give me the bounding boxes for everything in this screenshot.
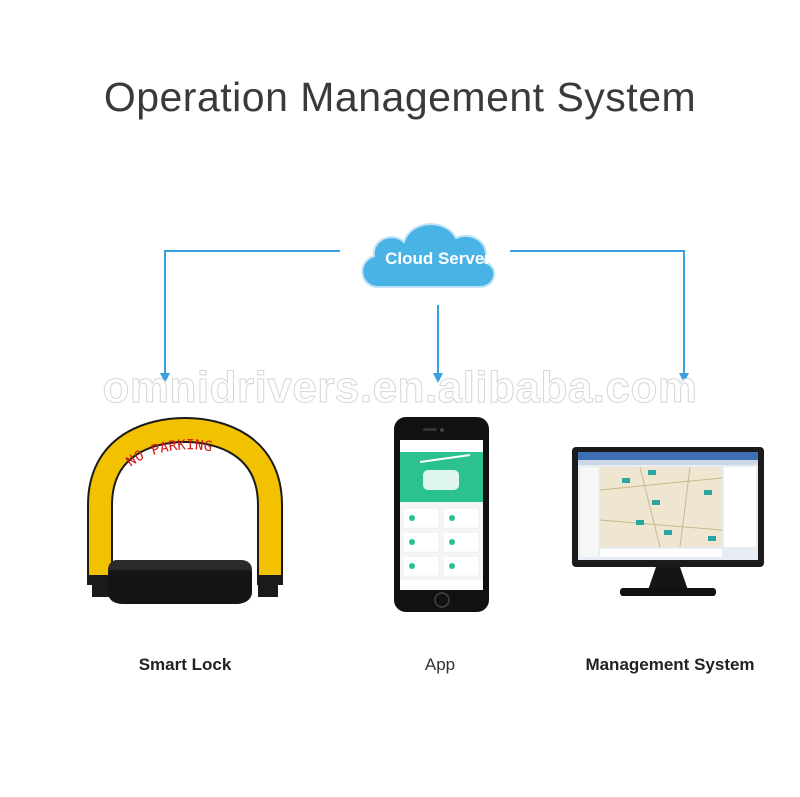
- connector-to-management-system: [510, 250, 689, 383]
- app-phone-illustration: [394, 417, 489, 612]
- app-caption: App: [424, 655, 456, 674]
- management-monitor-illustration: [572, 447, 764, 596]
- smart-lock-illustration: NO PARKING: [87, 416, 283, 604]
- smart-lock-caption: Smart Lock: [138, 655, 232, 674]
- connectors: [160, 250, 689, 383]
- connector-to-smart-lock: [160, 250, 340, 383]
- cloud-server-label: Cloud Server: [385, 249, 491, 268]
- cloud-icon: [361, 223, 495, 288]
- watermark-text: omnidrivers.en.alibaba.com: [102, 363, 698, 413]
- management-system-caption: Management System: [585, 655, 755, 674]
- page-title: Operation Management System: [103, 74, 697, 120]
